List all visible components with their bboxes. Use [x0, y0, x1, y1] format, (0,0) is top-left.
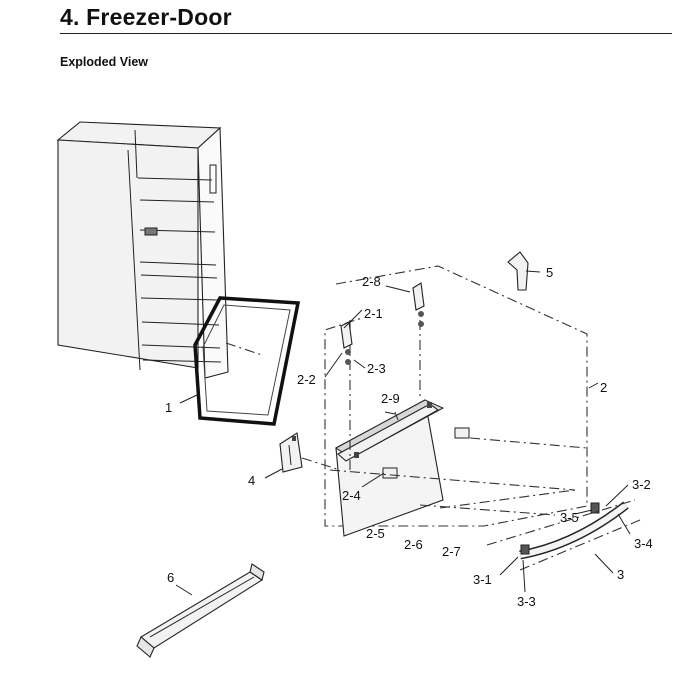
callout-6: 6: [167, 570, 174, 585]
top-hinge-cap: [412, 282, 425, 327]
callout-3-3: 3-3: [517, 594, 536, 609]
callout-2-8: 2-8: [362, 274, 381, 289]
hinge-plate-lower: [382, 467, 398, 479]
page-title: 4. Freezer-Door: [60, 4, 232, 30]
callout-4: 4: [248, 473, 255, 488]
callout-1: 1: [165, 400, 172, 415]
callout-2-9: 2-9: [381, 391, 400, 406]
top-bracket: [507, 251, 529, 291]
freezer-door-gasket: [193, 296, 301, 426]
freezer-bin: [136, 563, 265, 658]
callout-2-4: 2-4: [342, 488, 361, 503]
callout-2-6: 2-6: [404, 537, 423, 552]
callout-2-5: 2-5: [366, 526, 385, 541]
hinge-plate-right: [454, 427, 470, 439]
callout-2-7: 2-7: [442, 544, 461, 559]
callout-2-3: 2-3: [367, 361, 386, 376]
callout-2: 2: [600, 380, 607, 395]
door-screw: [394, 411, 399, 421]
callout-3-1: 3-1: [473, 572, 492, 587]
door-bracket: [337, 402, 440, 462]
callout-3-2: 3-2: [632, 477, 651, 492]
door-hinge: [279, 432, 303, 473]
callout-5: 5: [546, 265, 553, 280]
upper-hinge-pin: [340, 321, 353, 365]
callout-3-4: 3-4: [634, 536, 653, 551]
refrigerator-cabinet: [56, 121, 229, 379]
freezer-door-outline: [324, 265, 588, 527]
callout-2-2: 2-2: [297, 372, 316, 387]
title-divider: [60, 33, 672, 34]
door-handle: [519, 501, 629, 560]
callout-3-5: 3-5: [560, 510, 579, 525]
callout-3: 3: [617, 567, 624, 582]
callout-2-1: 2-1: [364, 306, 383, 321]
view-subtitle: Exploded View: [60, 55, 148, 69]
